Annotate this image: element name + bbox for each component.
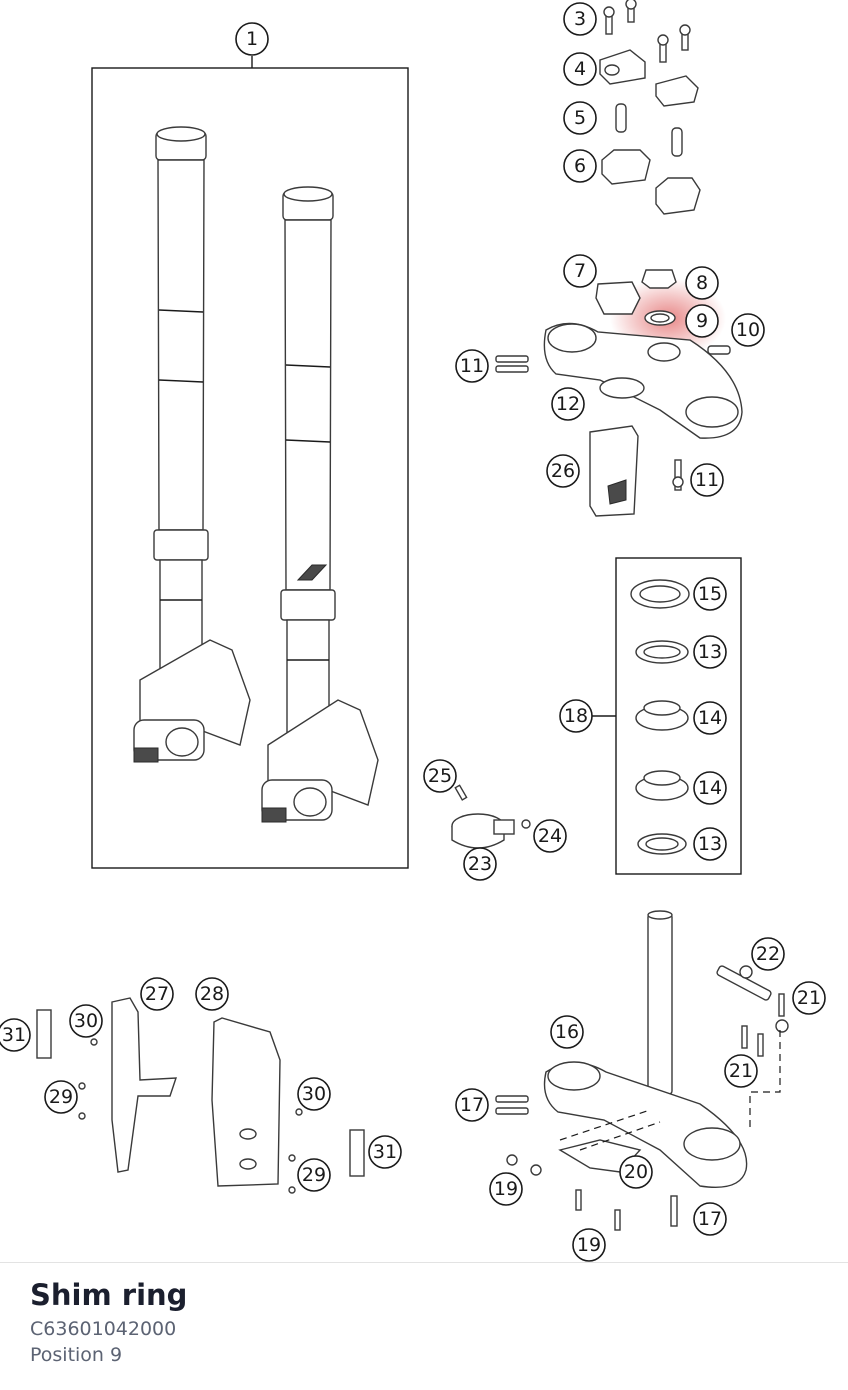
fork-guards [36, 997, 365, 1194]
svg-text:10: 10 [736, 319, 760, 341]
svg-text:7: 7 [574, 260, 586, 282]
footer-divider [0, 1262, 848, 1263]
svg-text:24: 24 [538, 825, 562, 847]
callout-14b[interactable]: 14 [693, 771, 727, 805]
callout-30[interactable]: 30 [69, 1004, 103, 1038]
callout-14[interactable]: 14 [693, 701, 727, 735]
steering-bearing-kit [593, 557, 742, 875]
svg-text:31: 31 [373, 1141, 397, 1163]
svg-text:3: 3 [574, 8, 586, 30]
svg-text:20: 20 [624, 1161, 648, 1183]
svg-text:4: 4 [574, 58, 586, 80]
callout-19b[interactable]: 19 [572, 1228, 606, 1262]
svg-text:13: 13 [698, 833, 722, 855]
svg-text:18: 18 [564, 705, 588, 727]
callout-16[interactable]: 16 [550, 1015, 584, 1049]
svg-text:1: 1 [246, 28, 258, 50]
callout-4[interactable]: 4 [563, 52, 597, 86]
callout-21b[interactable]: 21 [724, 1054, 758, 1088]
svg-text:13: 13 [698, 641, 722, 663]
callout-30b[interactable]: 30 [297, 1077, 331, 1111]
callout-21[interactable]: 21 [792, 981, 826, 1015]
callout-20[interactable]: 20 [619, 1155, 653, 1189]
callout-17[interactable]: 17 [455, 1088, 489, 1122]
svg-text:31: 31 [2, 1024, 26, 1046]
svg-text:9: 9 [696, 310, 708, 332]
part-info: Shim ring C63601042000 Position 9 [30, 1278, 187, 1368]
upper-triple-clamp [495, 269, 743, 517]
callout-25[interactable]: 25 [423, 759, 457, 793]
svg-text:11: 11 [695, 469, 719, 491]
svg-text:17: 17 [460, 1094, 484, 1116]
svg-text:22: 22 [756, 943, 780, 965]
svg-text:5: 5 [574, 107, 586, 129]
svg-text:21: 21 [797, 987, 821, 1009]
callout-7[interactable]: 7 [563, 254, 597, 288]
callout-17b[interactable]: 17 [693, 1202, 727, 1236]
svg-text:11: 11 [460, 355, 484, 377]
part-title: Shim ring [30, 1278, 188, 1312]
callout-13[interactable]: 13 [693, 635, 727, 669]
svg-text:28: 28 [200, 983, 224, 1005]
callout-8[interactable]: 8 [685, 266, 719, 300]
svg-text:26: 26 [551, 460, 575, 482]
svg-text:29: 29 [302, 1164, 326, 1186]
callout-11[interactable]: 11 [455, 349, 489, 383]
part-number: C63601042000 [30, 1318, 177, 1340]
callout-31[interactable]: 31 [0, 1018, 31, 1052]
svg-text:30: 30 [74, 1010, 98, 1032]
callout-1[interactable]: 1 [235, 22, 269, 56]
svg-text:15: 15 [698, 583, 722, 605]
callout-5[interactable]: 5 [563, 101, 597, 135]
callout-26[interactable]: 26 [546, 454, 580, 488]
svg-text:30: 30 [302, 1083, 326, 1105]
callout-15[interactable]: 15 [693, 577, 727, 611]
svg-text:27: 27 [145, 983, 169, 1005]
exploded-parts-diagram: 1 3 4 5 6 7 8 9 10 11 12 26 11 15 13 18 … [0, 0, 826, 1262]
callout-29b[interactable]: 29 [297, 1158, 331, 1192]
handlebar-clamps [599, 0, 701, 215]
callout-6[interactable]: 6 [563, 149, 597, 183]
callout-9-highlighted[interactable]: 9 [685, 304, 719, 338]
callout-22[interactable]: 22 [751, 937, 785, 971]
callout-11b[interactable]: 11 [690, 463, 724, 497]
svg-text:8: 8 [696, 272, 708, 294]
callout-27[interactable]: 27 [140, 977, 174, 1011]
svg-text:17: 17 [698, 1208, 722, 1230]
callout-23[interactable]: 23 [463, 847, 497, 881]
callout-28[interactable]: 28 [195, 977, 229, 1011]
part-position: Position 9 [30, 1344, 123, 1366]
clamp-ring [451, 784, 531, 849]
svg-text:29: 29 [49, 1086, 73, 1108]
svg-text:25: 25 [428, 765, 452, 787]
callout-18[interactable]: 18 [559, 699, 593, 733]
svg-text:6: 6 [574, 155, 586, 177]
svg-text:16: 16 [555, 1021, 579, 1043]
fork-assembly [91, 56, 409, 869]
svg-text:21: 21 [729, 1060, 753, 1082]
callout-24[interactable]: 24 [533, 819, 567, 853]
callout-31b[interactable]: 31 [368, 1135, 402, 1169]
lower-triple-clamp [495, 910, 789, 1231]
callout-19[interactable]: 19 [489, 1172, 523, 1206]
svg-text:19: 19 [577, 1234, 601, 1256]
svg-text:14: 14 [698, 707, 722, 729]
svg-text:12: 12 [556, 393, 580, 415]
callout-10[interactable]: 10 [731, 313, 765, 347]
svg-text:19: 19 [494, 1178, 518, 1200]
callout-12[interactable]: 12 [551, 387, 585, 421]
callout-13b[interactable]: 13 [693, 827, 727, 861]
svg-text:23: 23 [468, 853, 492, 875]
callout-3[interactable]: 3 [563, 2, 597, 36]
svg-text:14: 14 [698, 777, 722, 799]
callout-29[interactable]: 29 [44, 1080, 78, 1114]
